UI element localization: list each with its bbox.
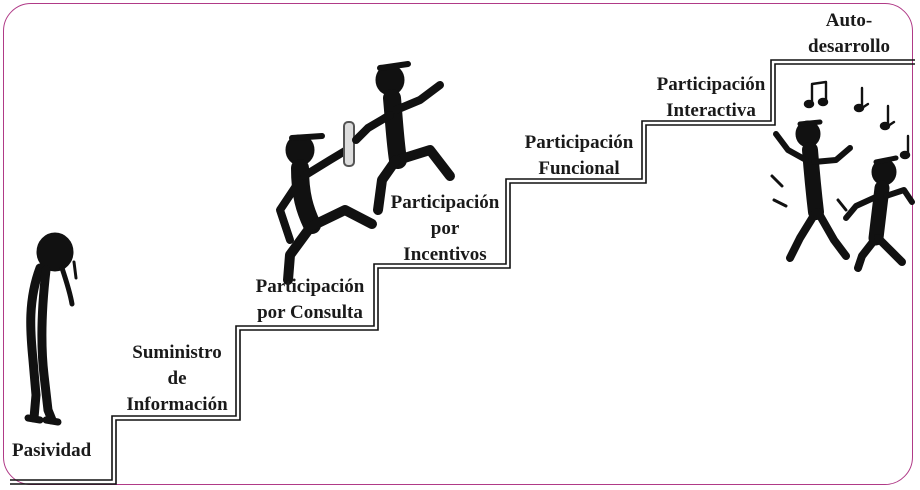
step-label-suministro: Suministro de Información	[126, 342, 228, 415]
step-label-consulta: Participación por Consulta	[255, 276, 365, 323]
step-label-pasividad: Pasividad	[12, 440, 92, 461]
stair-line-outer	[10, 63, 915, 485]
step-label-interactiva: Participación Interactiva	[656, 74, 766, 121]
sad-figure-icon	[24, 232, 78, 426]
step-label-incentivos: Participación por Incentivos	[390, 192, 500, 265]
step-label-funcional: Participación Funcional	[524, 132, 634, 179]
dancing-figures-icon	[770, 119, 915, 272]
stair-line-inner	[10, 59, 915, 481]
music-notes-icon	[803, 80, 911, 160]
running-figures-icon	[276, 61, 455, 285]
step-label-autodesarrollo: Auto- desarrollo	[808, 10, 890, 57]
diagram-frame	[3, 3, 913, 485]
